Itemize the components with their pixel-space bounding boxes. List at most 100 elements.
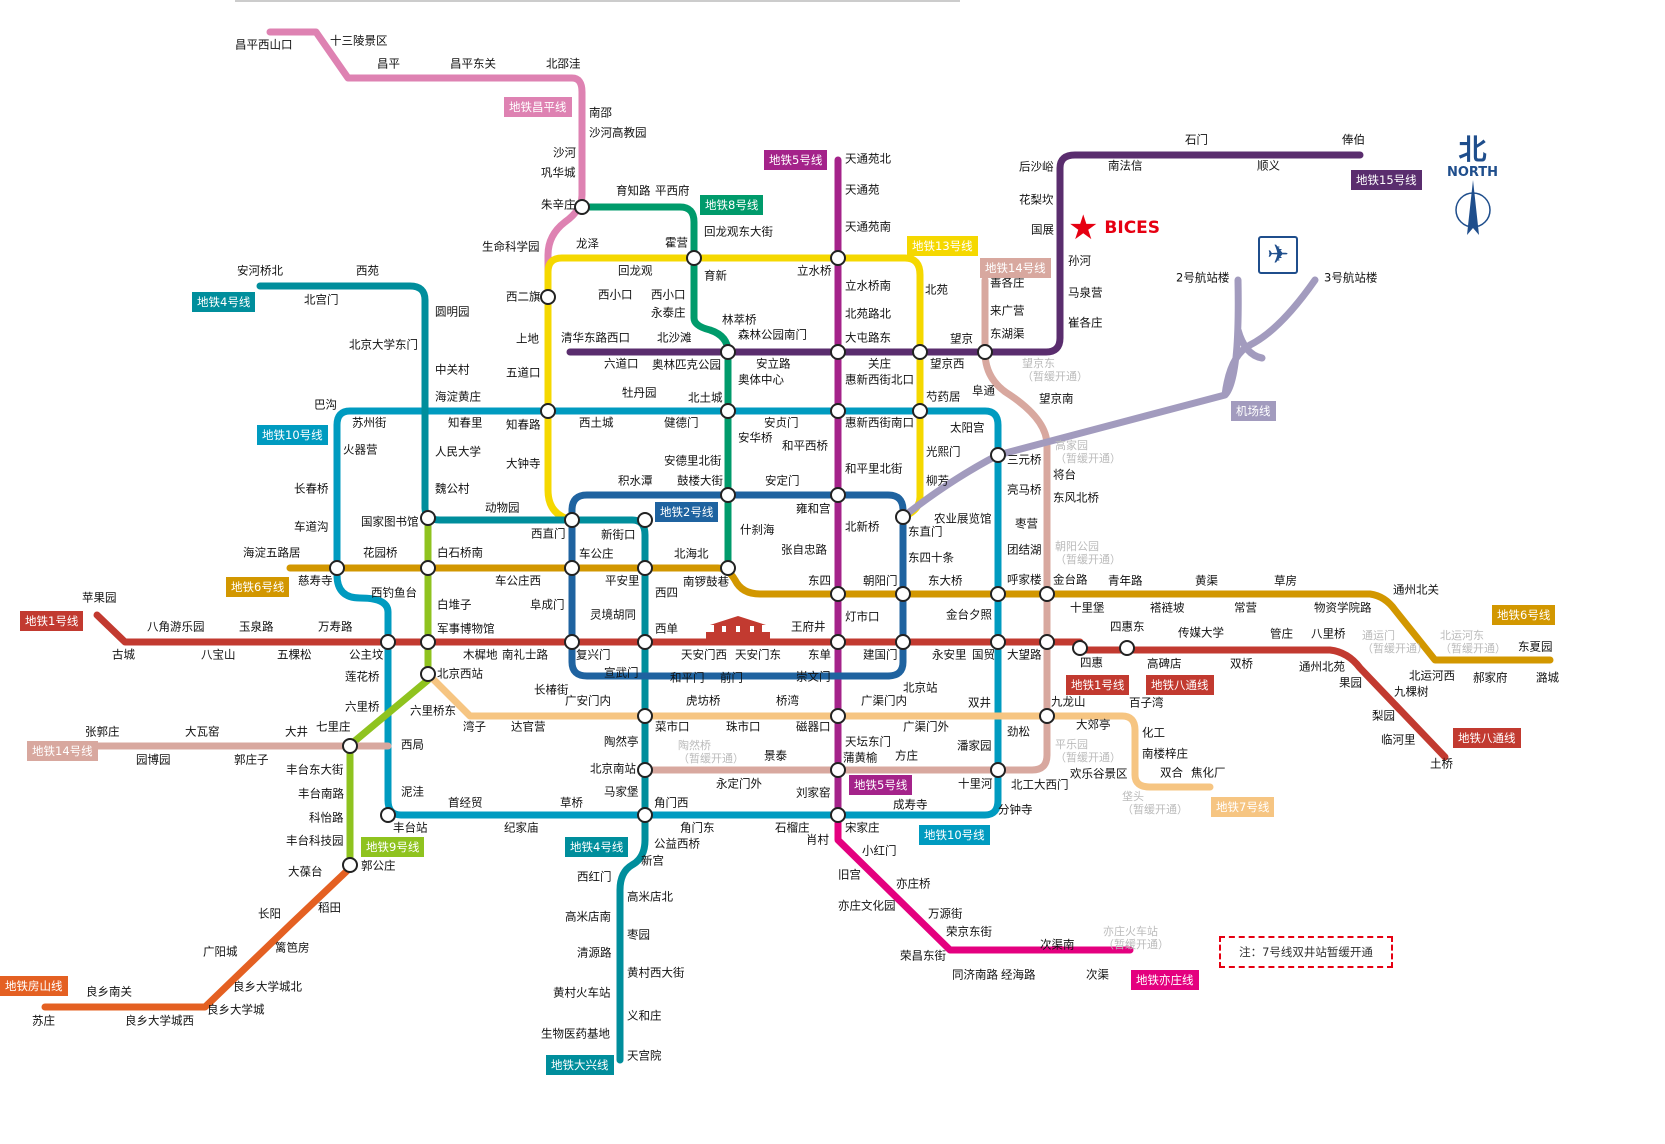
station-label[interactable]: 俸伯 bbox=[1342, 132, 1365, 147]
station-label[interactable]: 篱笆房 bbox=[275, 940, 310, 955]
station-label[interactable]: 北运河西 bbox=[1409, 668, 1455, 683]
station-label[interactable]: 通州北苑 bbox=[1299, 659, 1345, 674]
station-label[interactable]: 郭公庄 bbox=[361, 858, 396, 873]
station-label[interactable]: 首经贸 bbox=[448, 795, 483, 810]
station-label[interactable]: 北运河东 （暂缓开通） bbox=[1440, 629, 1506, 655]
station-label[interactable]: 柳芳 bbox=[926, 473, 949, 488]
station-label[interactable]: 建国门 bbox=[863, 647, 898, 662]
station-label[interactable]: 褡裢坡 bbox=[1150, 600, 1185, 615]
station-label[interactable]: 湾子 bbox=[463, 719, 486, 734]
station-label[interactable]: 张郭庄 bbox=[85, 724, 120, 739]
station-label[interactable]: 回龙观东大街 bbox=[704, 224, 773, 239]
station-label[interactable]: 惠新西街南口 bbox=[845, 415, 914, 430]
station-label[interactable]: 大屯路东 bbox=[845, 330, 891, 345]
station-label[interactable]: 良乡大学城 bbox=[207, 1002, 265, 1017]
station-label[interactable]: 化工 bbox=[1142, 725, 1165, 740]
transfer-station-icon[interactable] bbox=[990, 634, 1006, 650]
station-label[interactable]: 育新 bbox=[704, 268, 727, 283]
station-label[interactable]: 中关村 bbox=[435, 362, 470, 377]
station-label[interactable]: 分钟寺 bbox=[998, 802, 1033, 817]
station-label[interactable]: 昌平西山口 bbox=[235, 37, 293, 52]
station-label[interactable]: 丰台南路 bbox=[298, 786, 344, 801]
station-label[interactable]: 西苑 bbox=[356, 263, 379, 278]
station-label[interactable]: 大郊亭 bbox=[1076, 717, 1111, 732]
station-label[interactable]: 2号航站楼 bbox=[1176, 270, 1230, 285]
station-label[interactable]: 天宫院 bbox=[627, 1048, 662, 1063]
station-label[interactable]: 泥洼 bbox=[401, 784, 424, 799]
station-label[interactable]: 南锣鼓巷 bbox=[683, 574, 729, 589]
station-label[interactable]: 东单 bbox=[808, 647, 831, 662]
transfer-station-icon[interactable] bbox=[637, 807, 653, 823]
station-label[interactable]: 成寿寺 bbox=[893, 797, 928, 812]
line-badge[interactable]: 地铁1号线 bbox=[20, 611, 84, 631]
station-label[interactable]: 草房 bbox=[1274, 573, 1297, 588]
station-label[interactable]: 良乡大学城北 bbox=[233, 979, 302, 994]
station-label[interactable]: 角门西 bbox=[654, 795, 689, 810]
line-badge[interactable]: 地铁14号线 bbox=[27, 741, 98, 761]
station-label[interactable]: 西局 bbox=[401, 737, 424, 752]
station-label[interactable]: 北京南站 bbox=[590, 761, 636, 776]
line-badge[interactable]: 地铁10号线 bbox=[257, 425, 328, 445]
line-badge[interactable]: 地铁15号线 bbox=[1351, 170, 1422, 190]
station-label[interactable]: 景泰 bbox=[764, 748, 787, 763]
transfer-station-icon[interactable] bbox=[1039, 586, 1055, 602]
station-label[interactable]: 亦庄文化园 bbox=[838, 898, 896, 913]
station-label[interactable]: 健德门 bbox=[664, 415, 699, 430]
station-label[interactable]: 将台 bbox=[1053, 467, 1076, 482]
transfer-station-icon[interactable] bbox=[1072, 640, 1088, 656]
station-label[interactable]: 黄村火车站 bbox=[553, 985, 611, 1000]
line-badge[interactable]: 地铁八通线 bbox=[1146, 675, 1214, 695]
line-airport[interactable] bbox=[899, 276, 1319, 521]
transfer-station-icon[interactable] bbox=[342, 857, 358, 873]
station-label[interactable]: 南邵 bbox=[589, 105, 612, 120]
station-label[interactable]: 焦化厂 bbox=[1191, 765, 1226, 780]
station-label[interactable]: 龙泽 bbox=[576, 236, 599, 251]
station-label[interactable]: 临河里 bbox=[1381, 732, 1416, 747]
station-label[interactable]: 新街口 bbox=[601, 527, 636, 542]
station-label[interactable]: 草桥 bbox=[560, 795, 583, 810]
station-label[interactable]: 六里桥 bbox=[345, 699, 380, 714]
transfer-station-icon[interactable] bbox=[830, 708, 846, 724]
station-label[interactable]: 立水桥 bbox=[797, 263, 832, 278]
station-label[interactable]: 圆明园 bbox=[435, 304, 470, 319]
line-badge[interactable]: 地铁9号线 bbox=[361, 837, 425, 857]
station-label[interactable]: 东湖渠 bbox=[990, 326, 1025, 341]
station-label[interactable]: 广渠门外 bbox=[903, 719, 949, 734]
station-label[interactable]: 沙河高教园 bbox=[589, 125, 647, 140]
station-label[interactable]: 大望路 bbox=[1007, 647, 1042, 662]
station-label[interactable]: 育知路 bbox=[616, 183, 651, 198]
station-label[interactable]: 刘家窑 bbox=[796, 785, 831, 800]
station-label[interactable]: 丰台科技园 bbox=[286, 833, 344, 848]
station-label[interactable]: 大井 bbox=[285, 724, 308, 739]
station-label[interactable]: 国家图书馆 bbox=[361, 514, 419, 529]
station-label[interactable]: 金台夕照 bbox=[946, 607, 992, 622]
station-label[interactable]: 欢乐谷景区 bbox=[1070, 766, 1128, 781]
station-label[interactable]: 枣营 bbox=[1015, 516, 1038, 531]
station-label[interactable]: 人民大学 bbox=[435, 444, 481, 459]
station-label[interactable]: 马家堡 bbox=[604, 784, 639, 799]
station-label[interactable]: 车公庄 bbox=[579, 546, 614, 561]
station-label[interactable]: 复兴门 bbox=[576, 647, 611, 662]
station-label[interactable]: 九龙山 bbox=[1051, 694, 1086, 709]
station-label[interactable]: 西小口 bbox=[598, 287, 633, 302]
transfer-station-icon[interactable] bbox=[574, 199, 590, 215]
station-label[interactable]: 东夏园 bbox=[1518, 639, 1553, 654]
transfer-station-icon[interactable] bbox=[637, 512, 653, 528]
station-label[interactable]: 海淀黄庄 bbox=[435, 389, 481, 404]
station-label[interactable]: 良乡大学城西 bbox=[125, 1013, 194, 1028]
transfer-station-icon[interactable] bbox=[720, 403, 736, 419]
station-label[interactable]: 五棵松 bbox=[277, 647, 312, 662]
transfer-station-icon[interactable] bbox=[912, 403, 928, 419]
station-label[interactable]: 万源街 bbox=[928, 906, 963, 921]
line-badge[interactable]: 地铁八通线 bbox=[1453, 728, 1521, 748]
transfer-station-icon[interactable] bbox=[977, 344, 993, 360]
line-badge[interactable]: 地铁13号线 bbox=[907, 236, 978, 256]
station-label[interactable]: 高家园 （暂缓开通） bbox=[1055, 439, 1121, 465]
station-label[interactable]: 垡头 （暂缓开通） bbox=[1122, 790, 1188, 816]
station-label[interactable]: 公主坟 bbox=[349, 647, 384, 662]
station-label[interactable]: 南法信 bbox=[1108, 158, 1143, 173]
station-label[interactable]: 关庄 bbox=[868, 356, 891, 371]
line-badge[interactable]: 地铁5号线 bbox=[849, 775, 913, 795]
station-label[interactable]: 公益西桥 bbox=[654, 836, 700, 851]
transfer-station-icon[interactable] bbox=[830, 403, 846, 419]
